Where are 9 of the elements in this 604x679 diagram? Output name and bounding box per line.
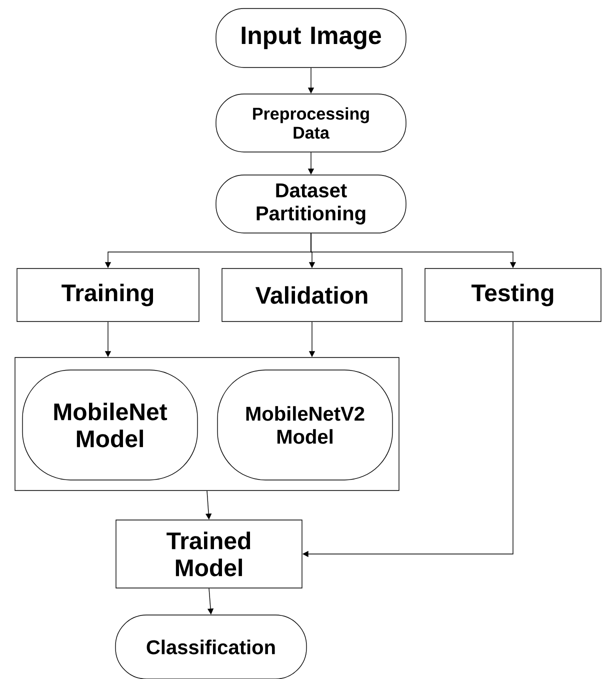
terminal-box: Preprocessing Data <box>216 94 406 152</box>
process-box: Validation <box>222 268 402 322</box>
terminal-box: Classification <box>115 614 307 679</box>
terminal-box: Input Image <box>216 8 406 68</box>
terminal-box: Dataset Partitioning <box>216 174 406 234</box>
process-box: Testing <box>424 268 602 322</box>
process-box: Training <box>16 268 200 322</box>
process-box: Trained Model <box>116 520 302 588</box>
group-box <box>14 357 400 491</box>
